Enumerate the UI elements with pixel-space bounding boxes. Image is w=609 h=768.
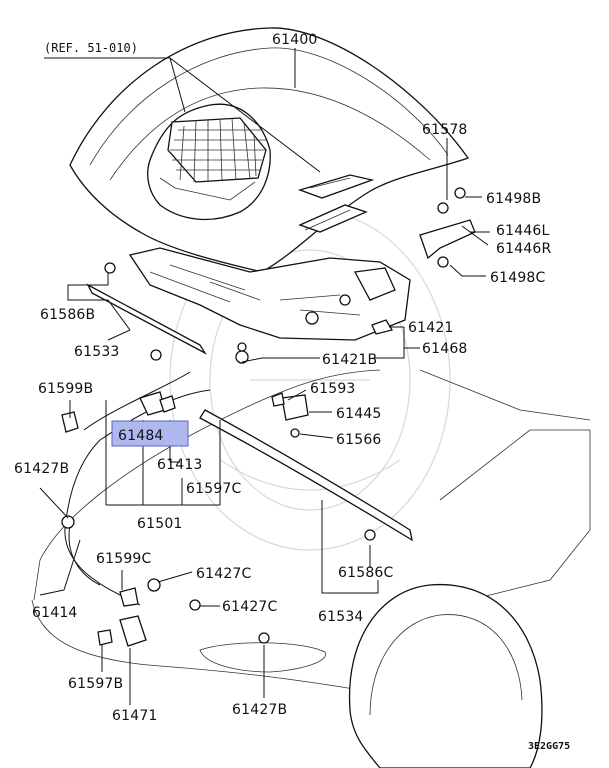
part-labels: (REF. 51-010) 61400 61578 61498B 61446L … — [14, 32, 570, 752]
label-61427C-1[interactable]: 61427C — [196, 566, 252, 582]
label-61484[interactable]: 61484 — [118, 428, 164, 444]
ref-note: (REF. 51-010) — [44, 41, 138, 55]
label-61421[interactable]: 61421 — [408, 320, 454, 336]
label-61586B[interactable]: 61586B — [40, 307, 95, 323]
label-61593[interactable]: 61593 — [310, 381, 356, 397]
label-61597B[interactable]: 61597B — [68, 676, 123, 692]
label-61578[interactable]: 61578 — [422, 122, 468, 138]
hood-scoop-mesh — [167, 117, 267, 183]
weatherstrip-61534 — [199, 409, 413, 542]
label-61501[interactable]: 61501 — [137, 516, 183, 532]
car-body-outline — [31, 369, 591, 768]
label-61471[interactable]: 61471 — [112, 708, 158, 724]
hinge-61446 — [419, 187, 476, 268]
label-61421B[interactable]: 61421B — [322, 352, 377, 368]
label-61446L[interactable]: 61446L — [496, 223, 550, 239]
label-61468[interactable]: 61468 — [422, 341, 468, 357]
label-61427B-top[interactable]: 61427B — [14, 461, 69, 477]
label-61427B-bottom[interactable]: 61427B — [232, 702, 287, 718]
label-61400[interactable]: 61400 — [272, 32, 318, 48]
label-61533[interactable]: 61533 — [74, 344, 120, 360]
label-61599C[interactable]: 61599C — [96, 551, 152, 567]
diagram-code: 3E2GG75 — [528, 741, 570, 752]
label-61498C[interactable]: 61498C — [490, 270, 546, 286]
label-61586C[interactable]: 61586C — [338, 565, 394, 581]
label-61446R[interactable]: 61446R — [496, 241, 552, 257]
label-61597C[interactable]: 61597C — [186, 481, 242, 497]
label-61414[interactable]: 61414 — [32, 605, 78, 621]
label-61566[interactable]: 61566 — [336, 432, 382, 448]
weatherstrip-61533 — [86, 283, 207, 355]
label-61413[interactable]: 61413 — [157, 457, 203, 473]
label-61498B[interactable]: 61498B — [486, 191, 541, 207]
cable-clips — [61, 391, 176, 647]
label-61599B[interactable]: 61599B — [38, 381, 93, 397]
label-61445[interactable]: 61445 — [336, 406, 382, 422]
hood-panel — [69, 27, 470, 341]
highlight-box — [111, 420, 189, 447]
leader-lines — [39, 48, 490, 705]
bumper-stops — [61, 262, 394, 644]
label-61427C-2[interactable]: 61427C — [222, 599, 278, 615]
hood-lock-61445 — [271, 392, 309, 438]
label-61534[interactable]: 61534 — [318, 609, 364, 625]
